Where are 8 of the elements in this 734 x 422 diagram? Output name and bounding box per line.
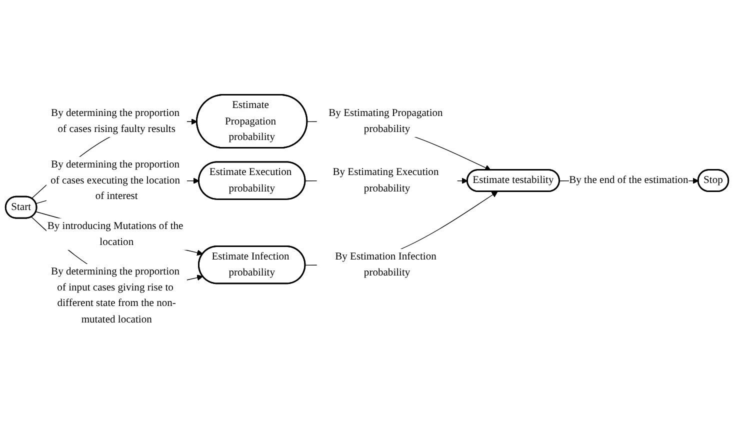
edge-label: By the end of the estimation — [569, 174, 688, 186]
edge-label: By determining the proportion of cases rising faulty results — [51, 108, 180, 135]
edge-label: By Estimating Propagation probability — [328, 108, 443, 135]
edge-label: By determining the proportion of cases executing the location of interest — [50, 158, 180, 202]
edge-label: By determining the proportion of input cases giving rise to different state from the non-mutated location — [51, 266, 180, 325]
edge-label: By Estimating Execution probability — [332, 166, 439, 194]
edge-label: By Estimation Infection probability — [335, 251, 436, 278]
edge-label: By introducing Mutations of the location — [47, 220, 184, 248]
